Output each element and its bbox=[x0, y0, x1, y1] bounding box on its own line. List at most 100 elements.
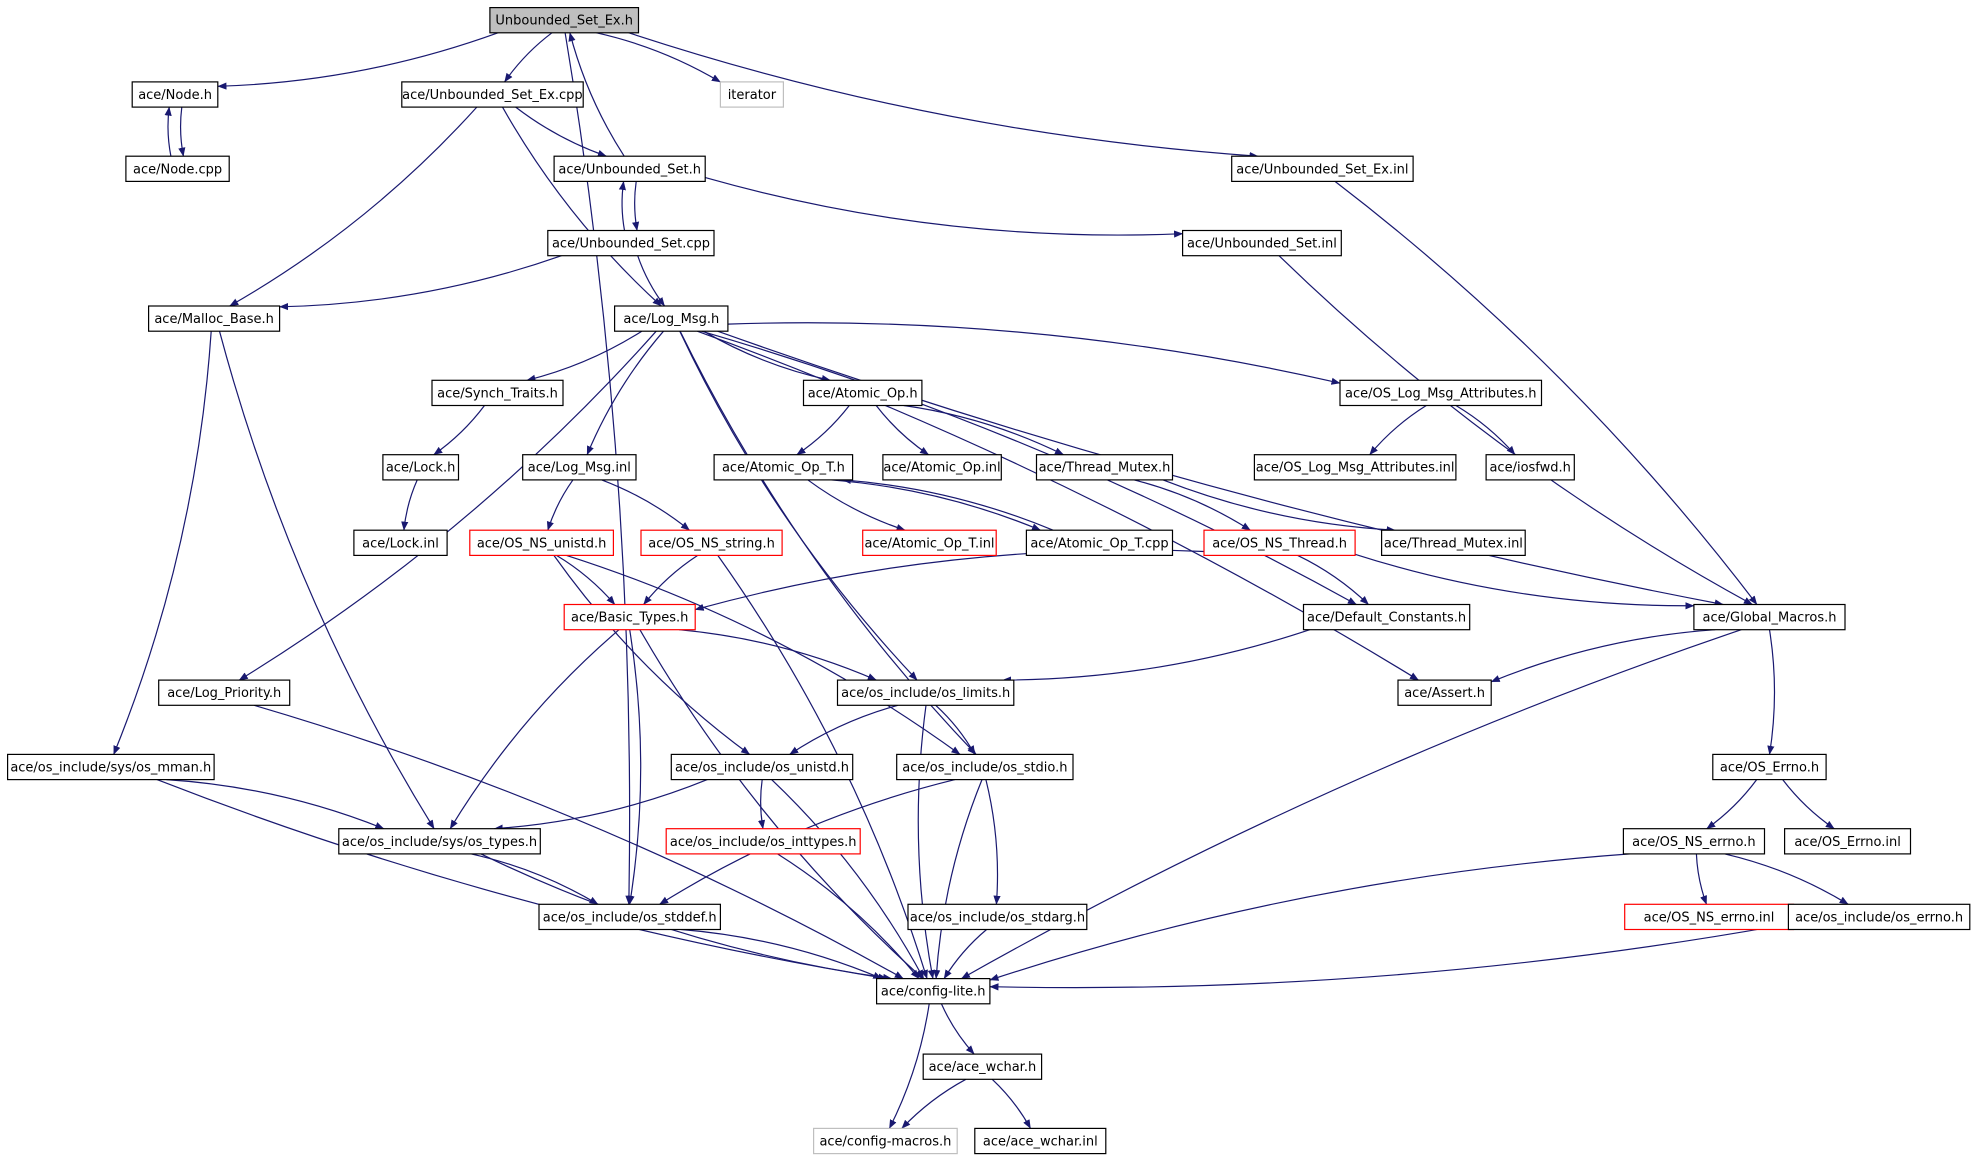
node-us_cpp[interactable]: ace/Unbounded_Set.cpp bbox=[547, 229, 715, 257]
node-box[interactable] bbox=[1712, 753, 1827, 781]
node-oslimits[interactable]: ace/os_include/os_limits.h bbox=[836, 679, 1015, 706]
node-box[interactable] bbox=[6, 753, 215, 781]
node-oserrno_h[interactable]: ace/OS_Errno.h bbox=[1712, 753, 1827, 781]
node-box[interactable] bbox=[1624, 903, 1795, 931]
node-box[interactable] bbox=[353, 529, 448, 557]
node-box[interactable] bbox=[1203, 529, 1356, 557]
node-box[interactable] bbox=[553, 155, 706, 182]
node-box[interactable] bbox=[640, 529, 783, 557]
node-box[interactable] bbox=[158, 679, 291, 706]
node-wchar[interactable]: ace/ace_wchar.h bbox=[922, 1053, 1043, 1080]
node-us_inl[interactable]: ace/Unbounded_Set.inl bbox=[1181, 229, 1342, 257]
node-box[interactable] bbox=[1622, 828, 1766, 855]
node-box[interactable] bbox=[836, 679, 1015, 706]
node-thrmutex[interactable]: ace/Thread_Mutex.h bbox=[1035, 454, 1174, 481]
node-box[interactable] bbox=[922, 1053, 1043, 1080]
node-globmac[interactable]: ace/Global_Macros.h bbox=[1693, 603, 1846, 631]
node-use_inl[interactable]: ace/Unbounded_Set_Ex.inl bbox=[1231, 155, 1414, 182]
node-box[interactable] bbox=[382, 454, 460, 481]
node-box[interactable] bbox=[670, 753, 854, 781]
node-box[interactable] bbox=[974, 1127, 1107, 1155]
node-box[interactable] bbox=[131, 81, 219, 108]
node-assert[interactable]: ace/Assert.h bbox=[1397, 679, 1492, 706]
node-nserrno[interactable]: ace/OS_NS_errno.h bbox=[1622, 828, 1766, 855]
node-box[interactable] bbox=[1485, 454, 1575, 481]
node-box[interactable] bbox=[469, 529, 614, 557]
node-logmsg_inl[interactable]: ace/Log_Msg.inl bbox=[522, 454, 637, 481]
node-box[interactable] bbox=[401, 81, 584, 108]
node-wchar_inl[interactable]: ace/ace_wchar.inl bbox=[974, 1127, 1107, 1155]
node-ns_unistd[interactable]: ace/OS_NS_unistd.h bbox=[469, 529, 614, 557]
node-box[interactable] bbox=[1380, 529, 1526, 557]
node-oserrno_inl[interactable]: ace/OS_Errno.inl bbox=[1783, 828, 1912, 855]
node-config[interactable]: ace/config-lite.h bbox=[875, 977, 991, 1005]
node-box[interactable] bbox=[1181, 229, 1342, 257]
node-atomic_t_inl[interactable]: ace/Atomic_Op_T.inl bbox=[862, 529, 997, 557]
node-box[interactable] bbox=[882, 454, 1002, 481]
node-box[interactable] bbox=[812, 1127, 958, 1155]
node-osstddef[interactable]: ace/os_include/os_stddef.h bbox=[538, 903, 721, 931]
node-box[interactable] bbox=[1397, 679, 1492, 706]
node-box[interactable] bbox=[1339, 379, 1543, 407]
node-osstdarg[interactable]: ace/os_include/os_stdarg.h bbox=[907, 903, 1088, 931]
node-box[interactable] bbox=[1035, 454, 1174, 481]
node-osunistd[interactable]: ace/os_include/os_unistd.h bbox=[670, 753, 854, 781]
node-atomic_inl[interactable]: ace/Atomic_Op.inl bbox=[882, 454, 1002, 481]
node-box[interactable] bbox=[862, 529, 997, 557]
node-logmsg[interactable]: ace/Log_Msg.h bbox=[613, 305, 729, 332]
node-box[interactable] bbox=[489, 6, 640, 34]
node-box[interactable] bbox=[431, 379, 564, 407]
node-box[interactable] bbox=[896, 753, 1074, 781]
node-box[interactable] bbox=[338, 828, 541, 855]
node-box[interactable] bbox=[1302, 603, 1471, 631]
node-ns_string[interactable]: ace/OS_NS_string.h bbox=[640, 529, 783, 557]
node-box[interactable] bbox=[719, 81, 785, 108]
node-osinttypes[interactable]: ace/os_include/os_inttypes.h bbox=[665, 828, 861, 855]
node-ns_thread[interactable]: ace/OS_NS_Thread.h bbox=[1203, 529, 1356, 557]
node-thrmutex_inl[interactable]: ace/Thread_Mutex.inl bbox=[1380, 529, 1526, 557]
node-ostypes[interactable]: ace/os_include/sys/os_types.h bbox=[338, 828, 541, 855]
node-atomic[interactable]: ace/Atomic_Op.h bbox=[802, 379, 923, 407]
node-box[interactable] bbox=[148, 305, 281, 332]
node-box[interactable] bbox=[522, 454, 637, 481]
node-cfgmacros[interactable]: ace/config-macros.h bbox=[812, 1127, 958, 1155]
node-node_cpp[interactable]: ace/Node.cpp bbox=[125, 155, 230, 182]
node-box[interactable] bbox=[1025, 529, 1174, 557]
node-box[interactable] bbox=[125, 155, 230, 182]
node-osstdio[interactable]: ace/os_include/os_stdio.h bbox=[896, 753, 1074, 781]
node-malloc[interactable]: ace/Malloc_Base.h bbox=[148, 305, 281, 332]
node-box[interactable] bbox=[563, 603, 696, 631]
node-logprio[interactable]: ace/Log_Priority.h bbox=[158, 679, 291, 706]
node-oserrno_os[interactable]: ace/os_include/os_errno.h bbox=[1787, 903, 1971, 931]
node-atomic_t[interactable]: ace/Atomic_Op_T.h bbox=[713, 454, 854, 481]
node-basic[interactable]: ace/Basic_Types.h bbox=[563, 603, 696, 631]
node-box[interactable] bbox=[907, 903, 1088, 931]
node-box[interactable] bbox=[802, 379, 923, 407]
node-box[interactable] bbox=[1693, 603, 1846, 631]
node-node_h[interactable]: ace/Node.h bbox=[131, 81, 219, 108]
node-oslma[interactable]: ace/OS_Log_Msg_Attributes.h bbox=[1339, 379, 1543, 407]
node-use_cpp[interactable]: ace/Unbounded_Set_Ex.cpp bbox=[401, 81, 584, 108]
node-box[interactable] bbox=[1783, 828, 1912, 855]
node-box[interactable] bbox=[1253, 454, 1457, 481]
node-us_h[interactable]: ace/Unbounded_Set.h bbox=[553, 155, 706, 182]
node-box[interactable] bbox=[547, 229, 715, 257]
node-iterator[interactable]: iterator bbox=[719, 81, 785, 108]
node-box[interactable] bbox=[613, 305, 729, 332]
node-oslma_inl[interactable]: ace/OS_Log_Msg_Attributes.inl bbox=[1253, 454, 1457, 481]
node-box[interactable] bbox=[665, 828, 861, 855]
node-osmman[interactable]: ace/os_include/sys/os_mman.h bbox=[6, 753, 215, 781]
node-box[interactable] bbox=[1787, 903, 1971, 931]
node-box[interactable] bbox=[538, 903, 721, 931]
node-root[interactable]: Unbounded_Set_Ex.h bbox=[489, 6, 640, 34]
node-box[interactable] bbox=[1231, 155, 1414, 182]
node-atomic_t_cpp[interactable]: ace/Atomic_Op_T.cpp bbox=[1025, 529, 1174, 557]
node-lock_inl[interactable]: ace/Lock.inl bbox=[353, 529, 448, 557]
node-lock[interactable]: ace/Lock.h bbox=[382, 454, 460, 481]
node-box[interactable] bbox=[713, 454, 854, 481]
node-synch[interactable]: ace/Synch_Traits.h bbox=[431, 379, 564, 407]
node-iosfwd[interactable]: ace/iosfwd.h bbox=[1485, 454, 1575, 481]
node-box[interactable] bbox=[875, 977, 991, 1005]
node-nserrno_inl[interactable]: ace/OS_NS_errno.inl bbox=[1624, 903, 1795, 931]
node-defconst[interactable]: ace/Default_Constants.h bbox=[1302, 603, 1471, 631]
